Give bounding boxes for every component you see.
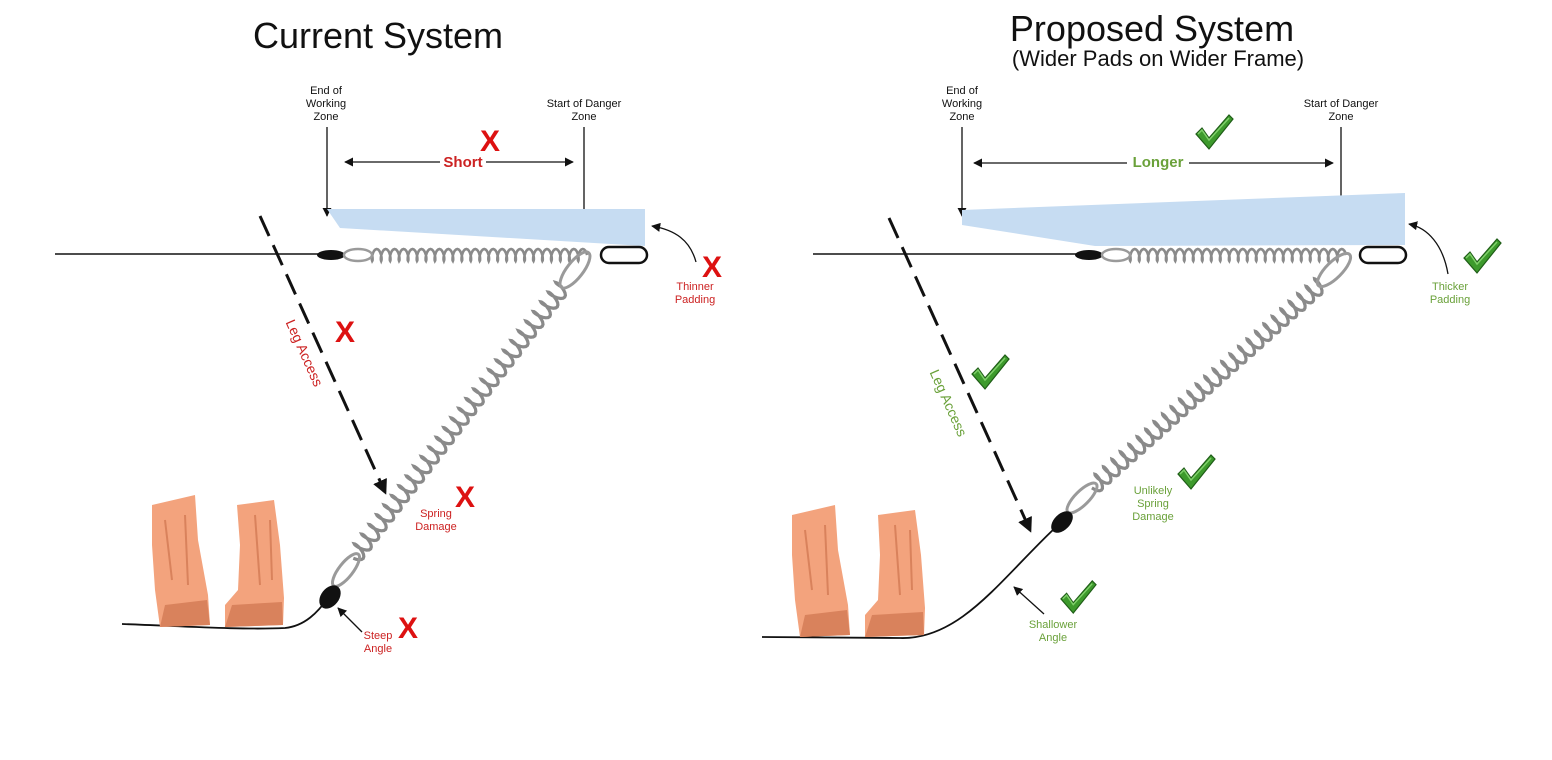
current-angle-label-line-2: Angle xyxy=(364,643,392,655)
current-padding-x-mark-icon: X xyxy=(702,251,722,284)
current-end-of-working-zone-label: End of Working Zone xyxy=(306,85,346,123)
proposed-padding-label-line-2: Padding xyxy=(1430,294,1470,306)
proposed-start-label-line-2: Zone xyxy=(1328,111,1353,123)
current-end-label-line-3: Zone xyxy=(313,111,338,123)
proposed-spring-check-mark-icon xyxy=(1177,454,1216,490)
proposed-leg-check-mark-icon xyxy=(971,354,1010,390)
proposed-frame-end-slot xyxy=(1358,245,1408,265)
current-padding-arrow xyxy=(651,222,697,263)
proposed-span-label: Longer xyxy=(1133,154,1184,171)
current-feet-foot-illustration xyxy=(152,495,284,627)
current-start-of-danger-zone-label: Start of Danger Zone xyxy=(547,98,622,123)
proposed-subtitle: (Wider Pads on Wider Frame) xyxy=(1012,46,1304,71)
current-title: Current System xyxy=(253,15,503,56)
proposed-padding-check-mark-icon xyxy=(1463,238,1502,274)
proposed-start-label-line-1: Start of Danger xyxy=(1304,98,1379,110)
current-frame-anchor xyxy=(317,250,345,260)
current-angle-x-mark-icon: X xyxy=(398,612,418,645)
proposed-horizontal-spring xyxy=(1128,247,1348,264)
current-diagonal-spring xyxy=(351,279,568,562)
current-padding-pad xyxy=(327,209,645,246)
proposed-spring-anchor xyxy=(1051,511,1073,533)
proposed-feet-foot-illustration xyxy=(792,505,925,637)
current-padding-label-line-1: Thinner xyxy=(676,281,714,293)
proposed-end-label-line-3: Zone xyxy=(949,111,974,123)
current-system-panel: Current System End of Working Zone Start… xyxy=(55,15,722,655)
current-angle-label-line-1: Steep xyxy=(364,630,393,642)
current-start-label-line-2: Zone xyxy=(571,111,596,123)
current-end-label-line-2: Working xyxy=(306,98,346,110)
proposed-angle-arrow xyxy=(1013,586,1045,615)
current-span-label: Short xyxy=(443,154,482,171)
current-frame-end-slot xyxy=(599,245,649,265)
current-padding-label-line-2: Padding xyxy=(675,294,715,306)
current-leg-x-mark-icon: X xyxy=(335,316,355,349)
proposed-spring-label-line-2: Spring xyxy=(1137,498,1169,510)
proposed-angle-label-line-1: Shallower xyxy=(1029,619,1078,631)
current-angle-arrow xyxy=(337,607,363,633)
current-leg-access-label: Leg Access xyxy=(283,317,327,389)
proposed-angle-check-mark-icon xyxy=(1060,580,1097,614)
proposed-diagonal-spring xyxy=(1091,276,1324,493)
proposed-span-check-mark-icon xyxy=(1195,114,1234,150)
current-spring-label-line-1: Spring xyxy=(420,508,452,520)
current-leg-access-arrow xyxy=(258,215,387,495)
current-end-label-line-1: End of xyxy=(310,85,343,97)
proposed-leg-access-arrow xyxy=(887,217,1032,533)
proposed-leg-access-label: Leg Access xyxy=(927,367,971,439)
current-span-x-mark-icon: X xyxy=(480,125,500,158)
proposed-padding-label-line-1: Thicker xyxy=(1432,281,1468,293)
proposed-mat-edge xyxy=(761,527,1056,639)
proposed-padding-arrow xyxy=(1408,221,1449,275)
proposed-end-label-line-1: End of xyxy=(946,85,979,97)
proposed-system-panel: Proposed System (Wider Pads on Wider Fra… xyxy=(761,8,1502,644)
current-spring-label-line-2: Damage xyxy=(415,521,457,533)
current-start-label-line-1: Start of Danger xyxy=(547,98,622,110)
proposed-frame-anchor xyxy=(1075,250,1103,260)
proposed-title: Proposed System xyxy=(1010,8,1294,49)
proposed-angle-label-line-2: Angle xyxy=(1039,632,1067,644)
current-spring-x-mark-icon: X xyxy=(455,481,475,514)
current-horizontal-spring xyxy=(370,247,589,265)
proposed-end-label-line-2: Working xyxy=(942,98,982,110)
proposed-start-of-danger-zone-label: Start of Danger Zone xyxy=(1304,98,1379,123)
proposed-padding-pad xyxy=(962,193,1405,246)
proposed-end-of-working-zone-label: End of Working Zone xyxy=(942,85,982,123)
proposed-spring-label-line-1: Unlikely xyxy=(1134,485,1173,497)
proposed-spring-label-line-3: Damage xyxy=(1132,511,1174,523)
